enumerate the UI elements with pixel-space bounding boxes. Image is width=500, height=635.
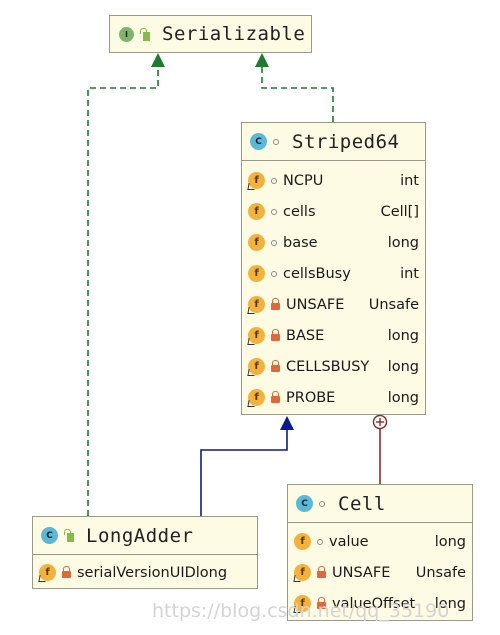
striped64-fields: f NCPU int f cells Cell[] f base long f … <box>242 161 425 413</box>
field-type: Unsafe <box>368 296 419 313</box>
field-icon: f <box>294 564 311 581</box>
field-name: NCPU <box>283 172 324 189</box>
field-name: PROBE <box>286 389 336 406</box>
implements-arrowhead-right <box>255 53 269 67</box>
field-name: serialVersionUID <box>77 564 196 581</box>
serializable-interface-box[interactable]: I Serializable <box>109 15 312 53</box>
field-type: int <box>400 172 419 189</box>
field-type: long <box>434 595 466 612</box>
field-type: long <box>387 234 419 251</box>
serializable-title: Serializable <box>162 23 306 45</box>
package-visibility-icon <box>271 208 277 215</box>
interface-icon: I <box>119 26 134 42</box>
longadder-title: LongAdder <box>86 524 194 547</box>
cell-fields: f value long f UNSAFE Unsafe f valueOffs… <box>288 523 472 619</box>
public-visibility-icon <box>140 27 150 41</box>
cell-class-box[interactable]: C Cell f value long f UNSAFE Unsafe f va… <box>287 484 473 621</box>
field-name: base <box>283 234 318 251</box>
field-name: UNSAFE <box>286 296 345 313</box>
field-icon: f <box>248 296 265 313</box>
lock-icon <box>271 329 280 341</box>
class-icon: C <box>250 133 267 150</box>
lock-icon <box>317 566 326 578</box>
field-type: long <box>387 327 419 344</box>
field-icon: f <box>39 564 56 581</box>
field-row[interactable]: f BASE long <box>242 320 425 351</box>
striped64-title: Striped64 <box>292 130 400 153</box>
field-type: long <box>387 389 419 406</box>
package-visibility-icon <box>273 138 279 145</box>
field-row[interactable]: f cells Cell[] <box>242 196 425 227</box>
longadder-fields: f serialVersionUID long <box>33 555 257 588</box>
field-type: int <box>400 265 419 282</box>
package-visibility-icon <box>271 177 277 184</box>
longadder-implements-line <box>87 64 159 516</box>
field-icon: f <box>248 327 265 344</box>
field-row[interactable]: f PROBE long <box>242 382 425 413</box>
field-name: cells <box>283 203 316 220</box>
public-visibility-icon <box>64 529 74 542</box>
field-type: long <box>434 533 466 550</box>
field-row[interactable]: f cellsBusy int <box>242 258 425 289</box>
striped64-implements-line <box>261 64 334 122</box>
field-icon: f <box>248 265 265 282</box>
lock-icon <box>271 298 280 310</box>
field-icon: f <box>248 389 265 406</box>
field-row[interactable]: f NCPU int <box>242 165 425 196</box>
field-type: Unsafe <box>415 564 466 581</box>
field-type: long <box>195 564 228 581</box>
field-icon: f <box>248 203 265 220</box>
field-row[interactable]: f value long <box>288 526 472 557</box>
field-row[interactable]: f CELLSBUSY long <box>242 351 425 382</box>
lock-icon <box>271 360 280 372</box>
class-icon: C <box>41 527 58 544</box>
field-icon: f <box>294 595 311 612</box>
field-name: valueOffset <box>332 595 416 612</box>
field-name: UNSAFE <box>332 564 391 581</box>
field-icon: f <box>248 234 265 251</box>
package-visibility-icon <box>271 270 277 277</box>
field-row[interactable]: f serialVersionUID long <box>33 557 257 588</box>
longadder-extends-line <box>200 428 288 516</box>
extends-arrowhead <box>280 416 294 430</box>
lock-icon <box>62 566 71 578</box>
package-visibility-icon <box>317 538 323 545</box>
lock-icon <box>317 597 326 609</box>
field-icon: f <box>248 358 265 375</box>
plus-circle-icon <box>372 414 388 430</box>
striped64-class-box[interactable]: C Striped64 f NCPU int f cells Cell[] f … <box>241 122 426 415</box>
field-row[interactable]: f valueOffset long <box>288 588 472 619</box>
field-icon: f <box>248 172 265 189</box>
field-icon: f <box>294 533 311 550</box>
class-icon: C <box>296 495 313 512</box>
field-row[interactable]: f base long <box>242 227 425 258</box>
watermark-text: https://blog.csdn.net/qq_35190 <box>152 600 450 622</box>
field-type: long <box>387 358 419 375</box>
implements-arrowhead-left <box>151 53 165 67</box>
package-visibility-icon <box>271 239 277 246</box>
field-name: CELLSBUSY <box>286 358 370 375</box>
lock-icon <box>271 391 280 403</box>
field-row[interactable]: f UNSAFE Unsafe <box>242 289 425 320</box>
package-visibility-icon <box>319 500 325 507</box>
field-name: value <box>329 533 369 550</box>
field-type: Cell[] <box>380 203 419 220</box>
field-row[interactable]: f UNSAFE Unsafe <box>288 557 472 588</box>
longadder-class-box[interactable]: C LongAdder f serialVersionUID long <box>32 516 258 589</box>
field-name: BASE <box>286 327 325 344</box>
cell-title: Cell <box>338 492 386 515</box>
field-name: cellsBusy <box>283 265 351 282</box>
